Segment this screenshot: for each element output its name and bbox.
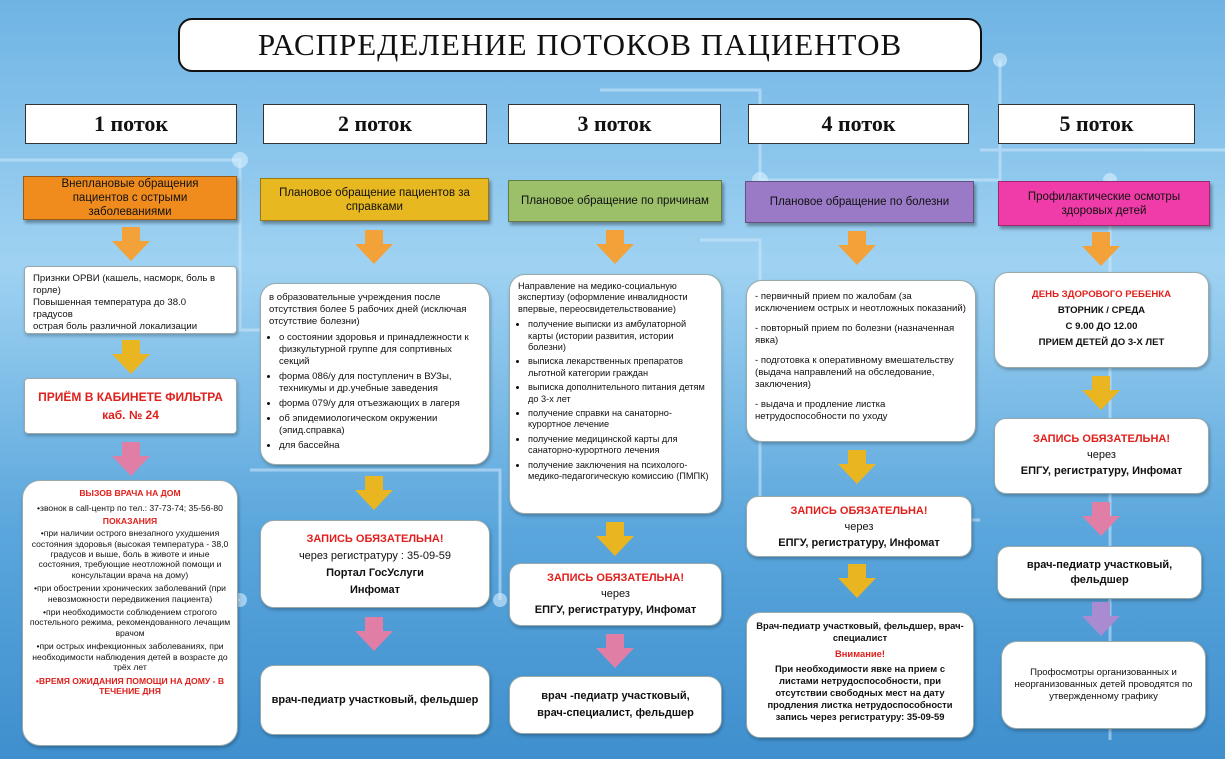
flow-5-header: 5 поток: [998, 104, 1195, 144]
flow-5-arrow-3: [1082, 502, 1120, 536]
flow-1-arrow-3: [112, 442, 150, 476]
flow-4-arrow-1: [838, 231, 876, 265]
document-item: для бассейна: [279, 440, 481, 452]
home-call-title: ВЫЗОВ ВРАЧА НА ДОМ: [79, 488, 181, 498]
flow-3-arrow-1: [596, 230, 634, 264]
flow-2-arrow-3: [355, 617, 393, 651]
visit-item: - первичный прием по жалобам (за исключе…: [755, 291, 966, 314]
flow-1-header: 1 поток: [25, 104, 237, 144]
flow-4-category: Плановое обращение по болезни: [745, 181, 974, 223]
flow-3-doctor-card: врач -педиатр участковый, врач-специалис…: [509, 676, 722, 734]
record-via: через: [1087, 449, 1116, 461]
flow-1-home-call-card: ВЫЗОВ ВРАЧА НА ДОМ •звонок в call-центр …: [22, 480, 238, 746]
symptom-item: Признки ОРВИ (кашель, насморк, боль в го…: [33, 273, 216, 296]
record-channels: ЕПГУ, регистратуру, Инфомат: [1020, 465, 1183, 477]
flow-3-record-card: ЗАПИСЬ ОБЯЗАТЕЛЬНА! через ЕПГУ, регистра…: [509, 563, 722, 626]
flow-2-documents-card: в образовательные учреждения после отсут…: [260, 283, 490, 465]
flow-1-arrow-1: [112, 227, 150, 261]
doctor-line: врач-специалист, фельдшер: [537, 707, 694, 719]
day-hours: С 9.00 ДО 12.00: [1065, 321, 1138, 332]
flow-5-category: Профилактические осмотры здоровых детей: [998, 181, 1210, 226]
visit-item: - выдача и продление листка нетрудоспосо…: [755, 399, 888, 422]
indications-title: ПОКАЗАНИЯ: [102, 515, 158, 526]
flow-1-filter-card: ПРИЁМ В КАБИНЕТЕ ФИЛЬТРА каб. № 24: [24, 378, 237, 434]
record-title: ЗАПИСЬ ОБЯЗАТЕЛЬНА!: [790, 505, 928, 517]
home-call-phone: •звонок в call-центр по тел.: 37-73-74; …: [37, 503, 223, 514]
flow-2-category: Плановое обращение пациентов за справкам…: [260, 178, 489, 221]
reason-item: выписка дополнительного питания детям до…: [528, 382, 713, 405]
flow-3-reasons-card: Направление на медико-социальную эксперт…: [509, 274, 722, 514]
doctor-text: врач-педиатр участковый, фельдшер: [271, 694, 479, 706]
flow-5-arrow-1: [1082, 232, 1120, 266]
flow-1-arrow-2: [112, 340, 150, 374]
flow-1-category: Внеплановые обращения пациентов с острым…: [23, 176, 237, 220]
doctor-text: врач-педиатр участковый, фельдшер: [1026, 558, 1173, 586]
flow-4-record-card: ЗАПИСЬ ОБЯЗАТЕЛЬНА! через ЕПГУ, регистра…: [746, 496, 972, 557]
record-title: ЗАПИСЬ ОБЯЗАТЕЛЬНА!: [306, 533, 444, 545]
doctor-line: врач -педиатр участковый,: [541, 690, 690, 702]
flow-5-doctor-card: врач-педиатр участковый, фельдшер: [997, 546, 1202, 599]
visit-item: - подготовка к оперативному вмешательств…: [755, 355, 954, 390]
flow-2-doctor-card: врач-педиатр участковый, фельдшер: [260, 665, 490, 735]
flow-5-note-card: Профосмотры организованных и неорганизов…: [1001, 641, 1206, 729]
record-phone: через регистратуру : 35-09-59: [298, 550, 452, 562]
flow-1-symptoms-card: Признки ОРВИ (кашель, насморк, боль в го…: [24, 266, 237, 334]
filter-title: ПРИЁМ В КАБИНЕТЕ ФИЛЬТРА: [38, 390, 223, 404]
day-title: ДЕНЬ ЗДОРОВОГО РЕБЕНКА: [1031, 289, 1172, 300]
flow-3-category: Плановое обращение по причинам: [508, 180, 722, 222]
filter-room: каб. № 24: [102, 408, 159, 422]
symptom-item: Повышенная температура до 38.0 градусов: [33, 297, 187, 320]
flow-3-arrow-3: [596, 634, 634, 668]
flow-4-arrow-3: [838, 564, 876, 598]
flow-5-day-card: ДЕНЬ ЗДОРОВОГО РЕБЕНКА ВТОРНИК / СРЕДА С…: [994, 272, 1209, 368]
record-infomat: Инфомат: [349, 584, 401, 596]
record-channels: ЕПГУ, регистратуру, Инфомат: [534, 604, 697, 616]
day-weekdays: ВТОРНИК / СРЕДА: [1057, 305, 1146, 316]
reason-item: получение заключения на психолого-медико…: [528, 460, 713, 483]
page-title: РАСПРЕДЕЛЕНИЕ ПОТОКОВ ПАЦИЕНТОВ: [178, 18, 982, 72]
flow-2-intro: в образовательные учреждения после отсут…: [269, 292, 467, 327]
wait-time-note: •ВРЕМЯ ОЖИДАНИЯ ПОМОЩИ НА ДОМУ - В ТЕЧЕН…: [35, 675, 225, 696]
flow-3-arrow-2: [596, 522, 634, 556]
flow-3-intro: Направление на медико-социальную эксперт…: [518, 281, 688, 314]
reason-item: выписка лекарственных препаратов льготно…: [528, 356, 713, 379]
flow-2-arrow-1: [355, 230, 393, 264]
flow-4-doctor-card: Врач-педиатр участковый, фельдшер, врач-…: [746, 612, 974, 738]
flow-4-visits-card: - первичный прием по жалобам (за исключе…: [746, 280, 976, 442]
indication-item: •при острых инфекционных заболеваниях, п…: [32, 641, 228, 673]
record-channels: ЕПГУ, регистратуру, Инфомат: [778, 537, 940, 549]
day-age: ПРИЕМ ДЕТЕЙ ДО 3-Х ЛЕТ: [1038, 337, 1165, 348]
reason-item: получение медицинской карты для санаторн…: [528, 434, 713, 457]
flow-2-arrow-2: [355, 476, 393, 510]
record-portal: Портал ГосУслуги: [326, 567, 424, 579]
flow-2-record-card: ЗАПИСЬ ОБЯЗАТЕЛЬНА! через регистратуру :…: [260, 520, 490, 608]
checkup-note: Профосмотры организованных и неорганизов…: [1014, 667, 1193, 702]
flow-4-arrow-2: [838, 450, 876, 484]
record-title: ЗАПИСЬ ОБЯЗАТЕЛЬНА!: [546, 572, 685, 584]
attention-label: Внимание!: [835, 647, 885, 659]
attention-note: При необходимости явке на прием с листам…: [767, 663, 953, 722]
flow-4-header: 4 поток: [748, 104, 969, 144]
doctor-line: Врач-педиатр участковый, фельдшер, врач-…: [756, 620, 964, 643]
reason-item: получение выписки из амбулаторной карты …: [528, 319, 713, 353]
flow-5-arrow-2: [1082, 376, 1120, 410]
indication-item: •при необходимости соблюдением строгого …: [29, 607, 231, 638]
flow-2-header: 2 поток: [263, 104, 487, 144]
flow-5-record-card: ЗАПИСЬ ОБЯЗАТЕЛЬНА! через ЕПГУ, регистра…: [994, 418, 1209, 494]
document-item: о состоянии здоровья и принадлежности к …: [279, 332, 481, 368]
visit-item: - повторный прием по болезни (назначенна…: [755, 323, 955, 346]
record-title: ЗАПИСЬ ОБЯЗАТЕЛЬНА!: [1032, 433, 1171, 445]
flow-5-arrow-4: [1082, 602, 1120, 636]
flow-3-header: 3 поток: [508, 104, 721, 144]
document-item: об эпидемиологическом окружении (эпид.сп…: [279, 413, 481, 437]
reason-item: получение справки на санаторно-курортное…: [528, 408, 713, 431]
record-via: через: [601, 588, 630, 600]
indication-item: •при наличии острого внезапного ухудшени…: [31, 528, 229, 580]
record-via: через: [844, 521, 874, 533]
document-item: форма 086/у для поступленич в ВУЗы, техн…: [279, 371, 481, 395]
indication-item: •при обострении хронических заболеваний …: [34, 583, 226, 604]
document-item: форма 079/у для отъезжающих в лагеря: [279, 398, 481, 410]
symptom-item: острая боль различной локализации: [33, 321, 198, 332]
